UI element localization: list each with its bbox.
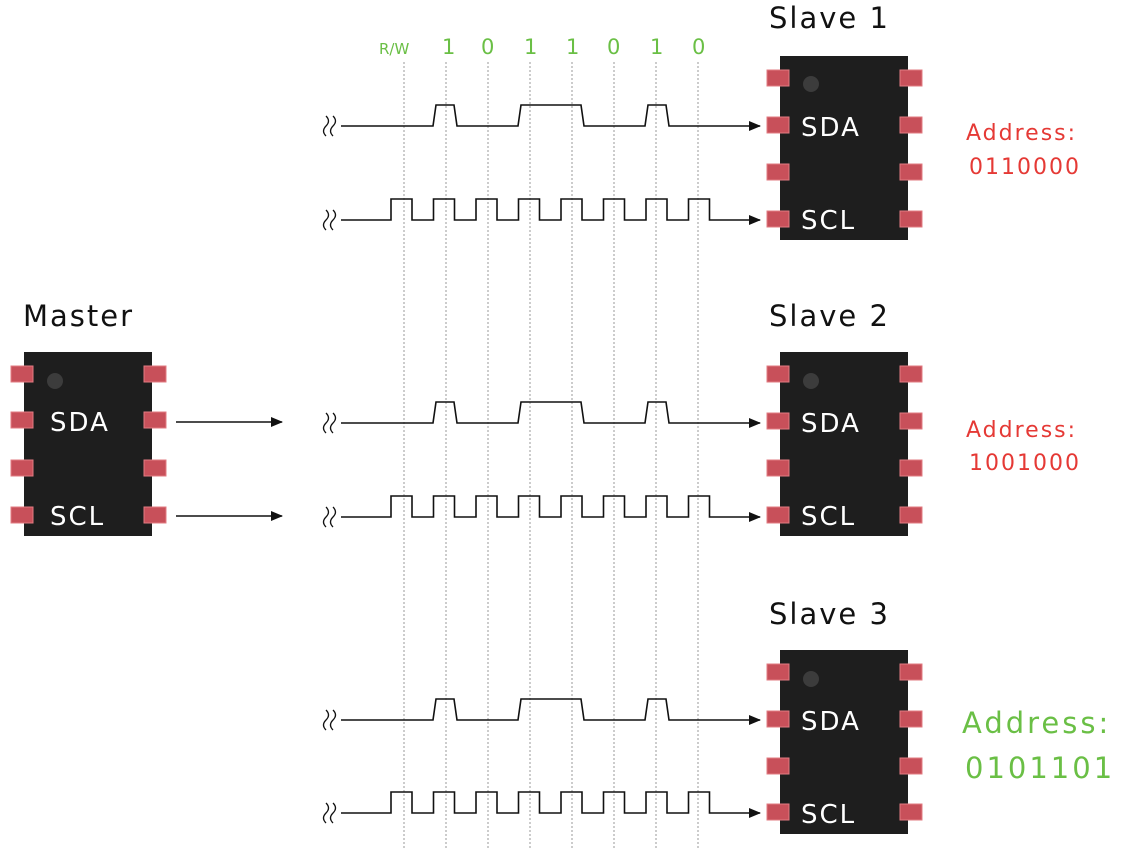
sda-pin-label: SDA: [801, 113, 861, 143]
slave-2: Slave 2 SDA SCL Address: 1001000: [766, 299, 1081, 536]
line-break-icon: [322, 506, 330, 528]
scl-waveform: [341, 198, 761, 225]
line-break-icon: [329, 506, 337, 528]
master-title: Master: [23, 299, 134, 333]
slave-title: Slave 2: [769, 299, 890, 333]
address-label: Address:: [966, 418, 1077, 443]
chip-body: [780, 352, 908, 536]
line-break-icon: [329, 209, 337, 231]
scl-waveform: [341, 791, 761, 818]
slave-title: Slave 3: [769, 597, 890, 631]
chip-pins: [766, 365, 923, 524]
scl-pin-label: SCL: [801, 502, 856, 532]
bit-label: 1: [442, 35, 455, 59]
line-break-icon: [322, 209, 330, 231]
address-value: 1001000: [969, 451, 1081, 476]
bit-label: 1: [650, 35, 663, 59]
address-label: Address:: [966, 121, 1077, 146]
chip-body: [780, 56, 908, 240]
line-break-icon: [322, 709, 330, 731]
scl-pin-label: SCL: [801, 800, 856, 830]
chip-body: [780, 650, 908, 834]
slave-1: Slave 1 SDA SCL Address: 0110000: [766, 1, 1081, 240]
bit-label: 0: [692, 35, 705, 59]
line-break-icon: [329, 115, 337, 137]
rw-label: R/W: [379, 40, 409, 58]
scl-pin-label: SCL: [801, 206, 856, 236]
sda-waveform: [341, 698, 761, 725]
line-break-icon: [329, 802, 337, 824]
pin1-dot: [803, 373, 819, 389]
scl-pin-label: SCL: [50, 502, 105, 532]
slave-3: Slave 3 SDA SCL Address: 0101101: [766, 597, 1115, 834]
bit-header: R/W 1 0 1 1 0 1 0: [379, 35, 705, 59]
chip-pins: [10, 365, 167, 524]
chip-body: [24, 352, 152, 536]
scl-waveform: [341, 495, 761, 522]
master-chip: Master SDA SCL: [10, 299, 167, 536]
line-break-icon: [322, 802, 330, 824]
sda-pin-label: SDA: [801, 409, 861, 439]
sda-pin-label: SDA: [50, 408, 110, 438]
bit-label: 1: [524, 35, 537, 59]
timing-guides: [403, 62, 699, 850]
line-break-icon: [322, 115, 330, 137]
chip-pins: [766, 69, 923, 228]
bit-label: 1: [566, 35, 579, 59]
bit-label: 0: [607, 35, 620, 59]
bit-label: 0: [481, 35, 494, 59]
line-break-icon: [329, 412, 337, 434]
address-value: 0101101: [965, 751, 1115, 785]
sda-waveform: [341, 401, 761, 428]
sda-pin-label: SDA: [801, 707, 861, 737]
address-label: Address:: [962, 706, 1111, 740]
pin1-dot: [803, 671, 819, 687]
slave-title: Slave 1: [769, 1, 890, 35]
pin1-dot: [803, 76, 819, 92]
sda-waveform: [341, 104, 761, 131]
address-value: 0110000: [969, 155, 1081, 180]
chip-pins: [766, 663, 923, 821]
line-break-icon: [329, 709, 337, 731]
line-break-icon: [322, 412, 330, 434]
waveforms: [322, 104, 761, 824]
pin1-dot: [47, 373, 63, 389]
